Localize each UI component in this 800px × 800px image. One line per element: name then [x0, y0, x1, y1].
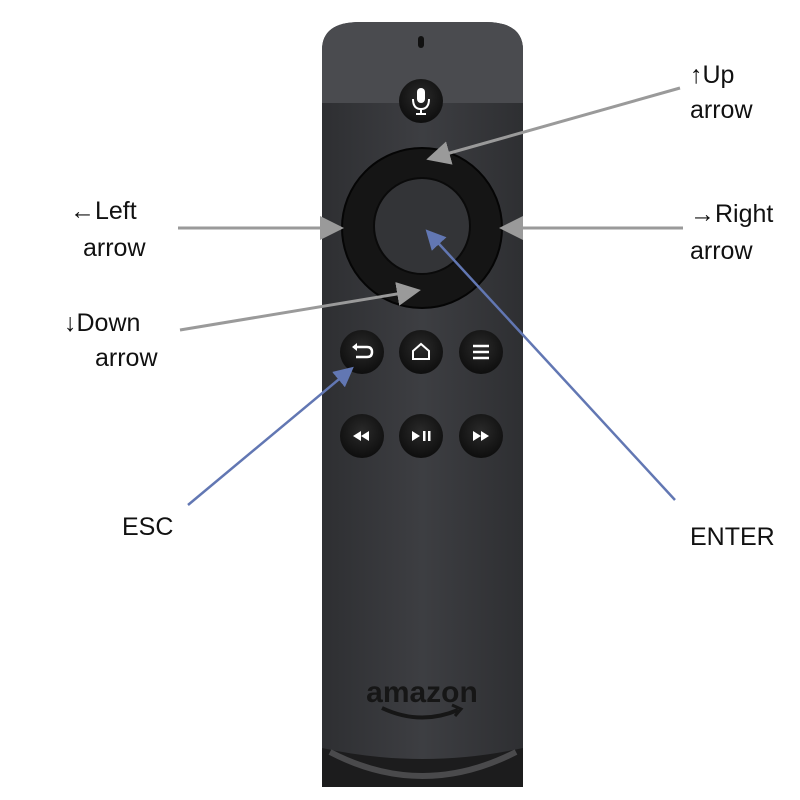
down-label: ↓Down [64, 309, 140, 337]
amazon-logo: amazon [366, 676, 478, 720]
menu-button[interactable] [459, 330, 503, 374]
rewind-icon [353, 431, 369, 441]
rewind-button[interactable] [340, 414, 384, 458]
fast-forward-button[interactable] [459, 414, 503, 458]
play-pause-icon [412, 431, 431, 441]
fast-forward-icon [473, 431, 489, 441]
back-icon [355, 345, 374, 359]
home-icon [412, 342, 430, 360]
home-button[interactable] [399, 330, 443, 374]
led-indicator [418, 36, 424, 48]
up-label-sub: arrow [690, 96, 753, 124]
microphone-icon [412, 88, 430, 115]
left-label: ←Left [70, 197, 137, 225]
microphone-button[interactable] [399, 79, 443, 123]
down-label-sub: arrow [95, 344, 158, 372]
right-label: →Right [690, 200, 773, 228]
esc-pointer [187, 366, 354, 506]
play-pause-button[interactable] [399, 414, 443, 458]
esc-label: ESC [122, 513, 173, 541]
brand-logo-text: amazon [366, 676, 478, 709]
enter-button[interactable] [373, 177, 471, 275]
remote [322, 22, 523, 787]
up-arrow-pointer [426, 86, 681, 165]
menu-icon [473, 344, 489, 360]
up-label: ↑Up [690, 61, 734, 89]
left-label-sub: arrow [83, 234, 146, 262]
enter-label: ENTER [690, 523, 775, 551]
back-button[interactable] [340, 330, 384, 374]
right-label-sub: arrow [690, 237, 753, 265]
down-arrow-pointer [179, 282, 421, 332]
enter-pointer [425, 229, 676, 501]
